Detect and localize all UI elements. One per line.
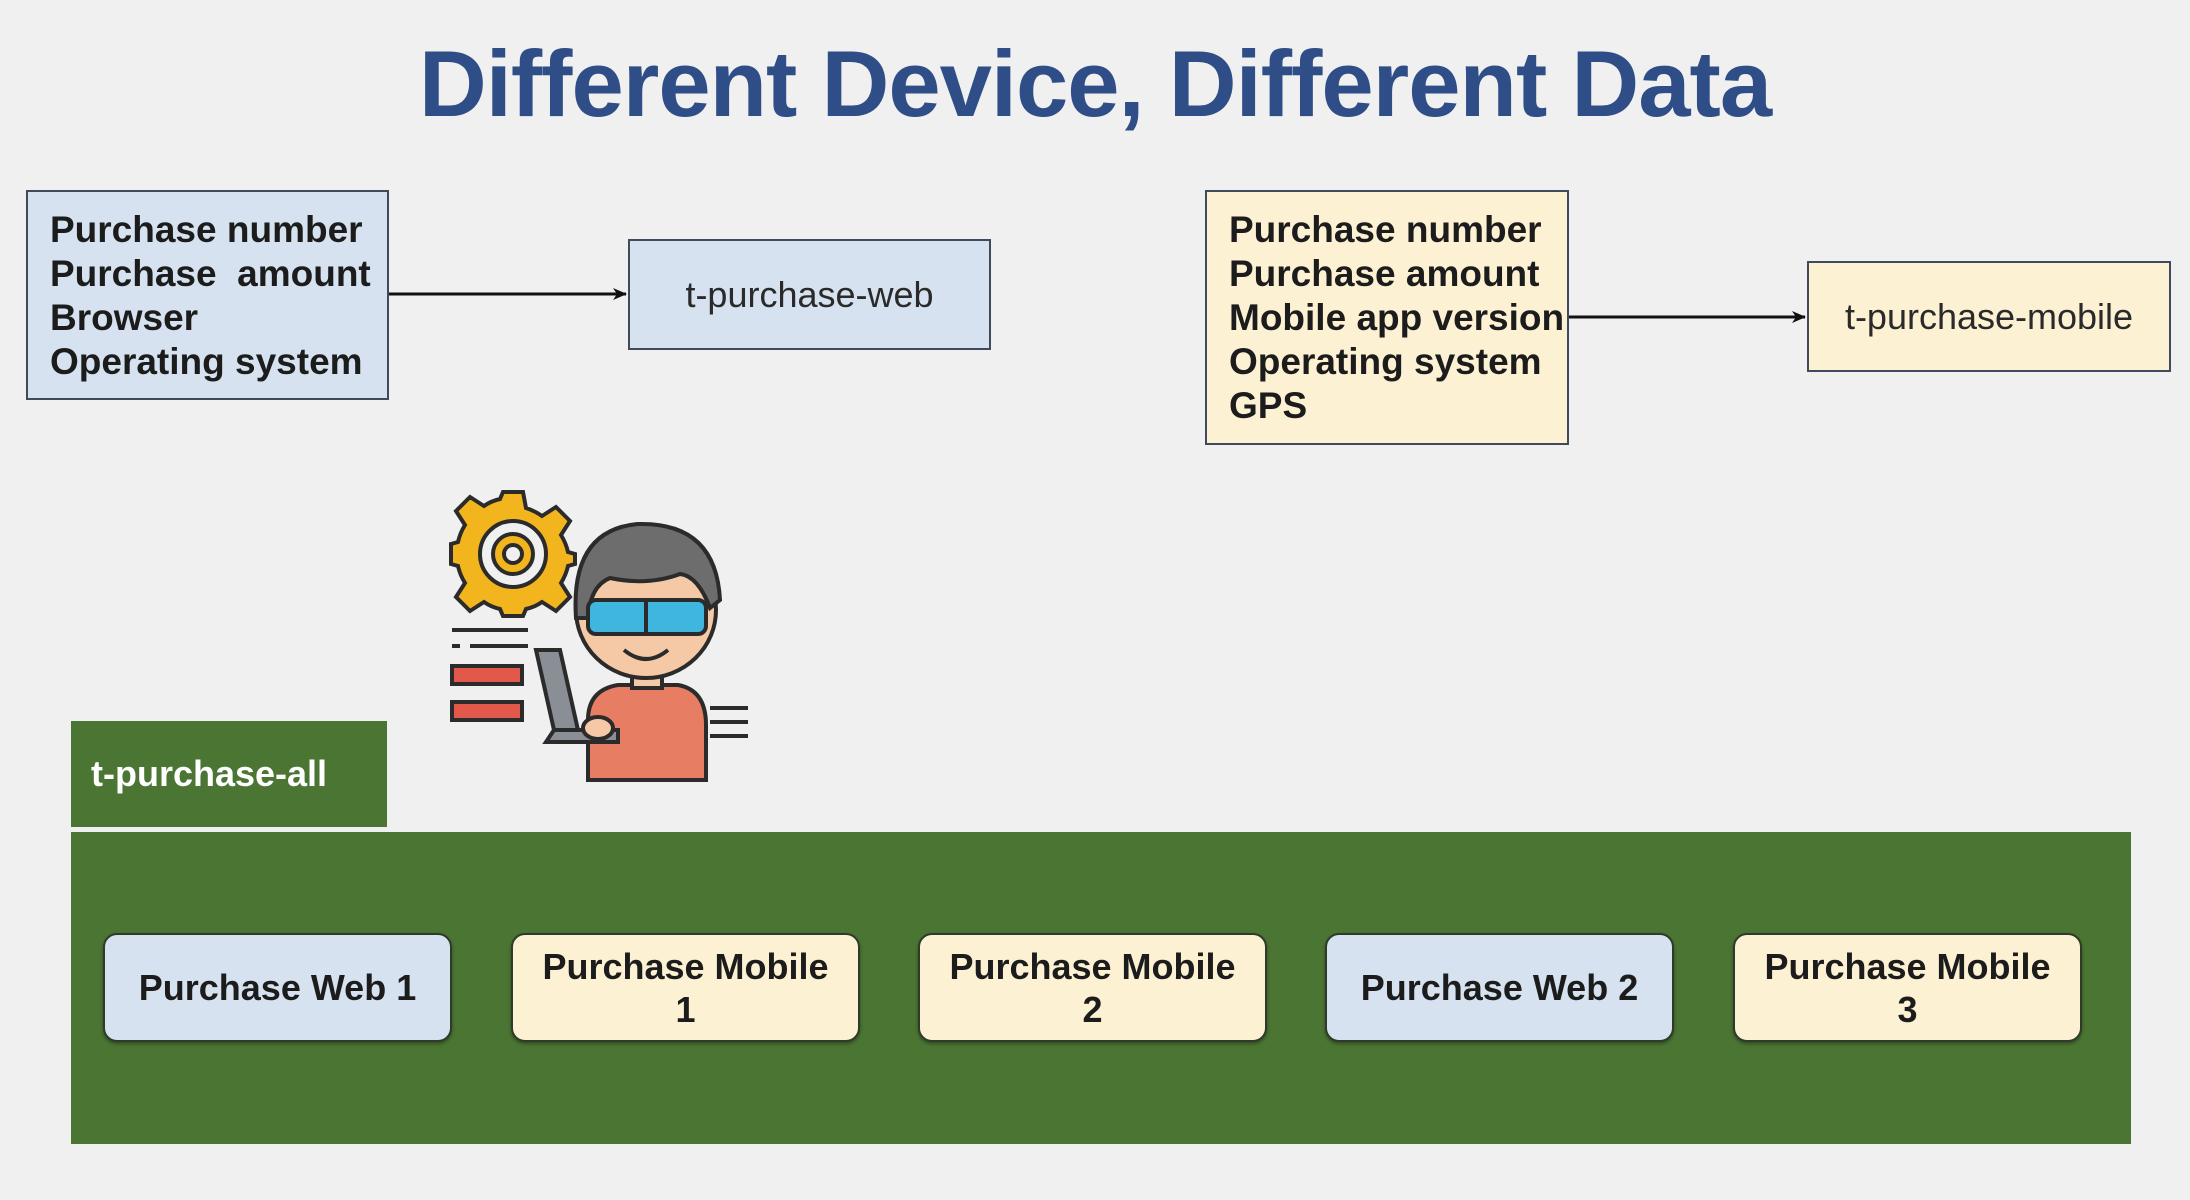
message-label: Purchase Web 1 xyxy=(138,967,417,1008)
mobile-field: Purchase amount xyxy=(1229,253,1540,294)
gear-icon xyxy=(449,490,577,618)
mobile-fields-box: Purchase number Purchase amount Mobile a… xyxy=(1205,190,1569,445)
topic-mobile-box: t-purchase-mobile xyxy=(1807,261,2171,372)
web-field: Browser xyxy=(50,297,199,338)
message-label: Purchase Mobile 1 xyxy=(542,945,829,1030)
message-purchase-web-2: Purchase Web 2 xyxy=(1325,933,1674,1042)
message-purchase-mobile-1: Purchase Mobile 1 xyxy=(511,933,860,1042)
mobile-field: Operating system xyxy=(1229,341,1542,382)
topic-web-box: t-purchase-web xyxy=(628,239,991,350)
web-fields-box: Purchase number Purchase amount Browser … xyxy=(26,190,389,400)
message-purchase-web-1: Purchase Web 1 xyxy=(103,933,452,1042)
web-field: Purchase amount xyxy=(50,253,371,294)
mobile-field: Purchase number xyxy=(1229,209,1542,250)
web-field: Operating system xyxy=(50,341,363,382)
message-label: Purchase Mobile 3 xyxy=(1764,945,2051,1030)
developer-with-laptop-icon xyxy=(449,490,748,782)
message-purchase-mobile-3: Purchase Mobile 3 xyxy=(1733,933,2082,1042)
topic-all-label: t-purchase-all xyxy=(71,721,387,827)
page-title: Different Device, Different Data xyxy=(418,31,1772,136)
message-label: Purchase Mobile 2 xyxy=(949,945,1236,1030)
mobile-field: Mobile app version xyxy=(1229,297,1565,338)
web-field: Purchase number xyxy=(50,209,363,250)
message-purchase-mobile-2: Purchase Mobile 2 xyxy=(918,933,1267,1042)
message-label: Purchase Web 2 xyxy=(1360,967,1639,1008)
mobile-field: GPS xyxy=(1229,385,1308,426)
